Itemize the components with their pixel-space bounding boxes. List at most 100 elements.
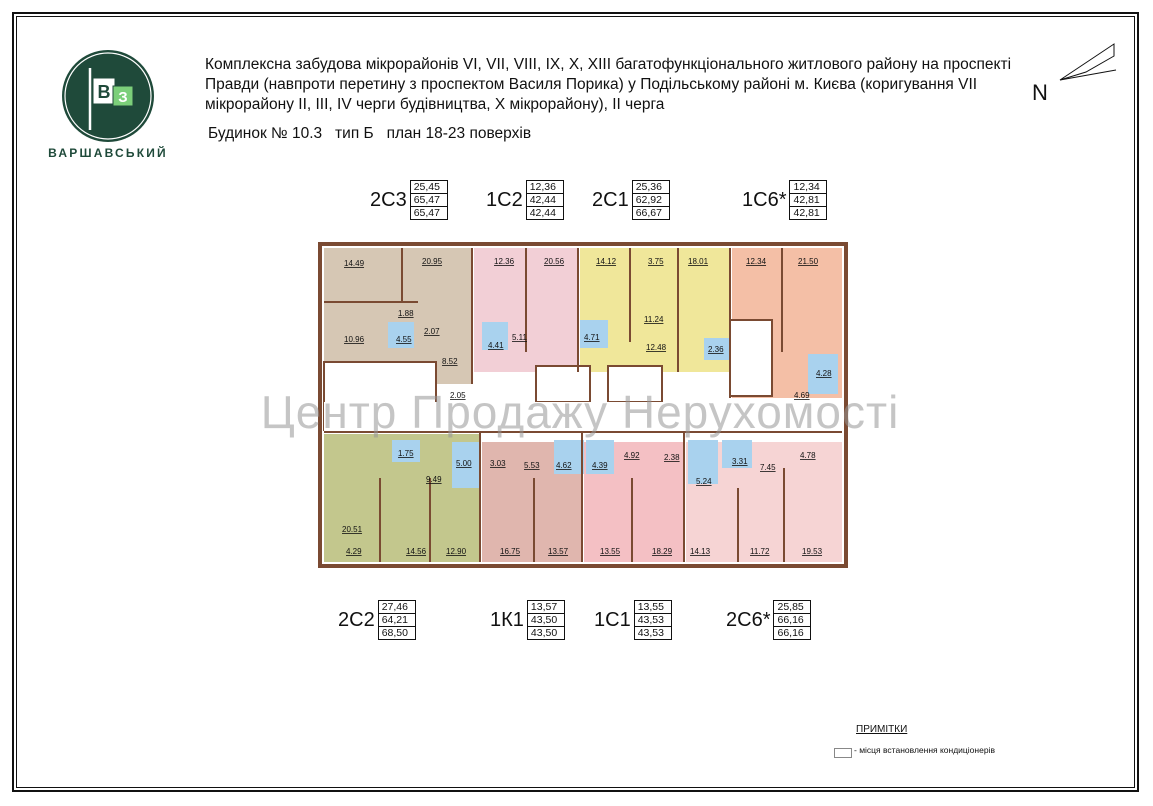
room-area: 12.36 — [494, 257, 515, 266]
apartment-areas: 25,85 66,16 66,16 — [773, 600, 812, 640]
interior-walls — [324, 248, 842, 562]
room-area: 2.36 — [708, 345, 724, 354]
room-area: 2.38 — [664, 453, 680, 462]
apartment-code: 2С1 — [592, 189, 629, 211]
area-reduced: 42,44 — [529, 207, 556, 219]
room-area: 12.90 — [446, 547, 467, 556]
room-area: 11.72 — [750, 547, 770, 556]
room-area: 10.96 — [344, 335, 365, 344]
north-label: N — [1032, 80, 1048, 104]
bathroom — [808, 354, 838, 394]
room-area: 5.11 — [512, 333, 528, 342]
room-area: 13.55 — [600, 547, 621, 556]
apartment-card-1s6: 1С6* 12,34 42,81 42,81 — [742, 180, 828, 220]
area-living: 12,34 — [790, 181, 827, 194]
apartment-areas: 12,34 42,81 42,81 — [789, 180, 828, 220]
apartment-card-2s3: 2С3 25,45 65,47 65,47 — [370, 180, 448, 220]
apartment-code: 2С6* — [726, 609, 771, 631]
room-area: 19.53 — [802, 547, 823, 556]
room-area: 5.00 — [456, 459, 472, 468]
room-area: 14.12 — [596, 257, 617, 266]
notes-text: - місця встановлення кондиціонерів — [854, 745, 995, 755]
area-reduced: 66,16 — [777, 627, 804, 639]
area-living: 25,45 — [410, 181, 447, 194]
north-arrow-icon: N — [1032, 43, 1117, 105]
area-total: 43,50 — [527, 614, 564, 627]
room-area: 18.29 — [652, 547, 673, 556]
bathroom — [688, 440, 718, 484]
corridor — [324, 402, 842, 432]
area-living: 27,46 — [378, 601, 415, 614]
apartment-areas: 13,55 43,53 43,53 — [633, 600, 672, 640]
bathroom — [586, 440, 614, 474]
room-area: 20.56 — [544, 257, 565, 266]
apartment-code: 2С3 — [370, 189, 407, 211]
room-area: 3.31 — [732, 457, 748, 466]
bathroom — [452, 442, 480, 488]
apartment-code: 1С1 — [594, 609, 631, 631]
apartment-areas: 12,36 42,44 42,44 — [525, 180, 564, 220]
room-area: 8.52 — [442, 357, 458, 366]
area-living: 25,85 — [774, 601, 811, 614]
apartment-areas: 13,57 43,50 43,50 — [526, 600, 565, 640]
apartment-card-2s1: 2С1 25,36 62,92 66,67 — [592, 180, 670, 220]
elevator-left — [535, 365, 591, 403]
room-area: 14.13 — [690, 547, 711, 556]
area-total: 64,21 — [378, 614, 415, 627]
room-area: 3.75 — [648, 257, 664, 266]
apartment-code: 1С2 — [486, 189, 523, 211]
room-area: 4.78 — [800, 451, 816, 460]
room-area: 20.51 — [342, 525, 363, 534]
area-reduced: 43,53 — [637, 627, 664, 639]
area-living: 13,55 — [634, 601, 671, 614]
apartment-areas: 25,36 62,92 66,67 — [631, 180, 670, 220]
room-area: 18.01 — [688, 257, 709, 266]
room-area: 4.39 — [592, 461, 608, 470]
apartment-areas: 27,46 64,21 68,50 — [377, 600, 416, 640]
room-area: 12.48 — [646, 343, 667, 352]
logo-name: ВАРШАВСЬКИЙ — [48, 146, 168, 160]
inner-frame — [16, 16, 1135, 788]
bathroom — [482, 322, 508, 350]
area-living: 12,36 — [526, 181, 563, 194]
apartment-card-2s2: 2С2 27,46 64,21 68,50 — [338, 600, 416, 640]
apartment-code: 1С6* — [742, 189, 787, 211]
room-area: 4.92 — [624, 451, 640, 460]
room-area: 2.07 — [424, 327, 440, 336]
area-living: 13,57 — [527, 601, 564, 614]
room-area: 14.56 — [406, 547, 427, 556]
bathroom — [704, 338, 730, 360]
room-area: 4.41 — [488, 341, 504, 350]
notes-title: ПРИМІТКИ — [856, 724, 908, 735]
area-reduced: 65,47 — [413, 207, 440, 219]
room-area: 12.34 — [746, 257, 767, 266]
room-area: 4.29 — [346, 547, 362, 556]
north-arrow: N — [1028, 40, 1128, 105]
project-title: Комплексна забудова мікрорайонів VI, VII… — [205, 56, 1012, 113]
apartment-card-1s1: 1С1 13,55 43,53 43,53 — [594, 600, 672, 640]
area-reduced: 43,50 — [530, 627, 558, 639]
room-area: 14.49 — [344, 259, 365, 268]
apartment-code: 2С2 — [338, 609, 375, 631]
bathroom — [388, 322, 414, 348]
bathroom — [580, 320, 608, 348]
watermark: Центр Продажу Нерухомості — [260, 386, 900, 438]
room-area: 4.62 — [556, 461, 572, 470]
area-total: 66,16 — [774, 614, 811, 627]
area-reduced: 42,81 — [793, 207, 820, 219]
bathroom — [392, 440, 420, 462]
room-area: 2.05 — [450, 391, 466, 400]
staircase-right — [729, 319, 773, 397]
room-area: 1.88 — [398, 309, 414, 318]
area-total: 42,81 — [790, 194, 827, 207]
apartment-code: 1К1 — [490, 609, 524, 631]
area-total: 43,53 — [634, 614, 671, 627]
outer-frame — [12, 12, 1139, 792]
bathroom — [722, 440, 752, 468]
room-area: 21.50 — [798, 257, 819, 266]
elevator-right — [607, 365, 663, 403]
room-area: 11.24 — [644, 315, 664, 324]
room-area: 13.57 — [548, 547, 569, 556]
area-total: 65,47 — [410, 194, 447, 207]
room-area: 16.75 — [500, 547, 521, 556]
